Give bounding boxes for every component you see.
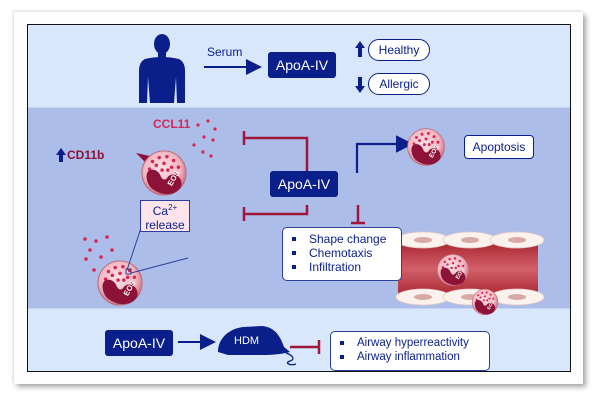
airway-outcomes-box: Airway hyperreactivity Airway inflammati…: [330, 331, 490, 371]
apoptosis-arrow: [355, 135, 414, 173]
cd11b-up-arrow-icon: [56, 148, 66, 162]
eos-cell-infiltrating: [471, 288, 499, 316]
effect-item: Shape change: [283, 232, 401, 246]
apoa-middle-box: ApoA-IV: [270, 171, 338, 197]
eos-cell-apoptosis: [407, 128, 445, 166]
outcome-item: Airway inflammation: [331, 350, 489, 364]
healthy-pill: Healthy: [368, 39, 430, 61]
figure-frame: EOS: [27, 24, 571, 372]
effect-item: Infiltration: [283, 260, 401, 274]
ca-label: Ca: [152, 204, 169, 218]
blood-vessel: [395, 231, 545, 316]
effect-item: Chemotaxis: [283, 246, 401, 260]
allergic-pill: Allergic: [368, 73, 430, 95]
diagram-graphics: EOS: [56, 34, 545, 366]
eos-effects-box: Shape change Chemotaxis Infiltration: [282, 227, 402, 281]
eos-cell-vessel: [437, 254, 469, 286]
inhibition-effects: [351, 205, 365, 225]
apoa-bottom-box: ApoA-IV: [105, 330, 173, 356]
ccl11-dots: [192, 119, 217, 158]
eos-cell-ccl11: [141, 150, 187, 196]
ccl11-label: CCL11: [153, 117, 191, 131]
apoa-top-box: ApoA-IV: [268, 52, 336, 78]
inhibition-ccl11: [242, 131, 309, 173]
up-arrow-icon: [355, 41, 365, 57]
ca-superscript: 2+: [168, 203, 178, 212]
inhibition-airway: [290, 340, 321, 354]
apoptosis-box: Apoptosis: [464, 135, 534, 159]
ca-release-box: Ca2+ release: [140, 200, 190, 232]
outcome-item: Airway hyperreactivity: [331, 336, 489, 350]
person-icon: [139, 34, 185, 103]
release-label: release: [145, 218, 185, 232]
eos-cell-ca: [97, 260, 143, 306]
mouse-icon: [218, 326, 297, 366]
cd11b-label: CD11b: [67, 148, 105, 162]
released-granules: [83, 235, 114, 272]
serum-label: Serum: [207, 45, 243, 59]
zoom-region: [125, 268, 132, 275]
inhibition-ca-release: [242, 205, 309, 221]
hdm-label: HDM: [234, 335, 260, 347]
down-arrow-icon: [355, 77, 365, 93]
